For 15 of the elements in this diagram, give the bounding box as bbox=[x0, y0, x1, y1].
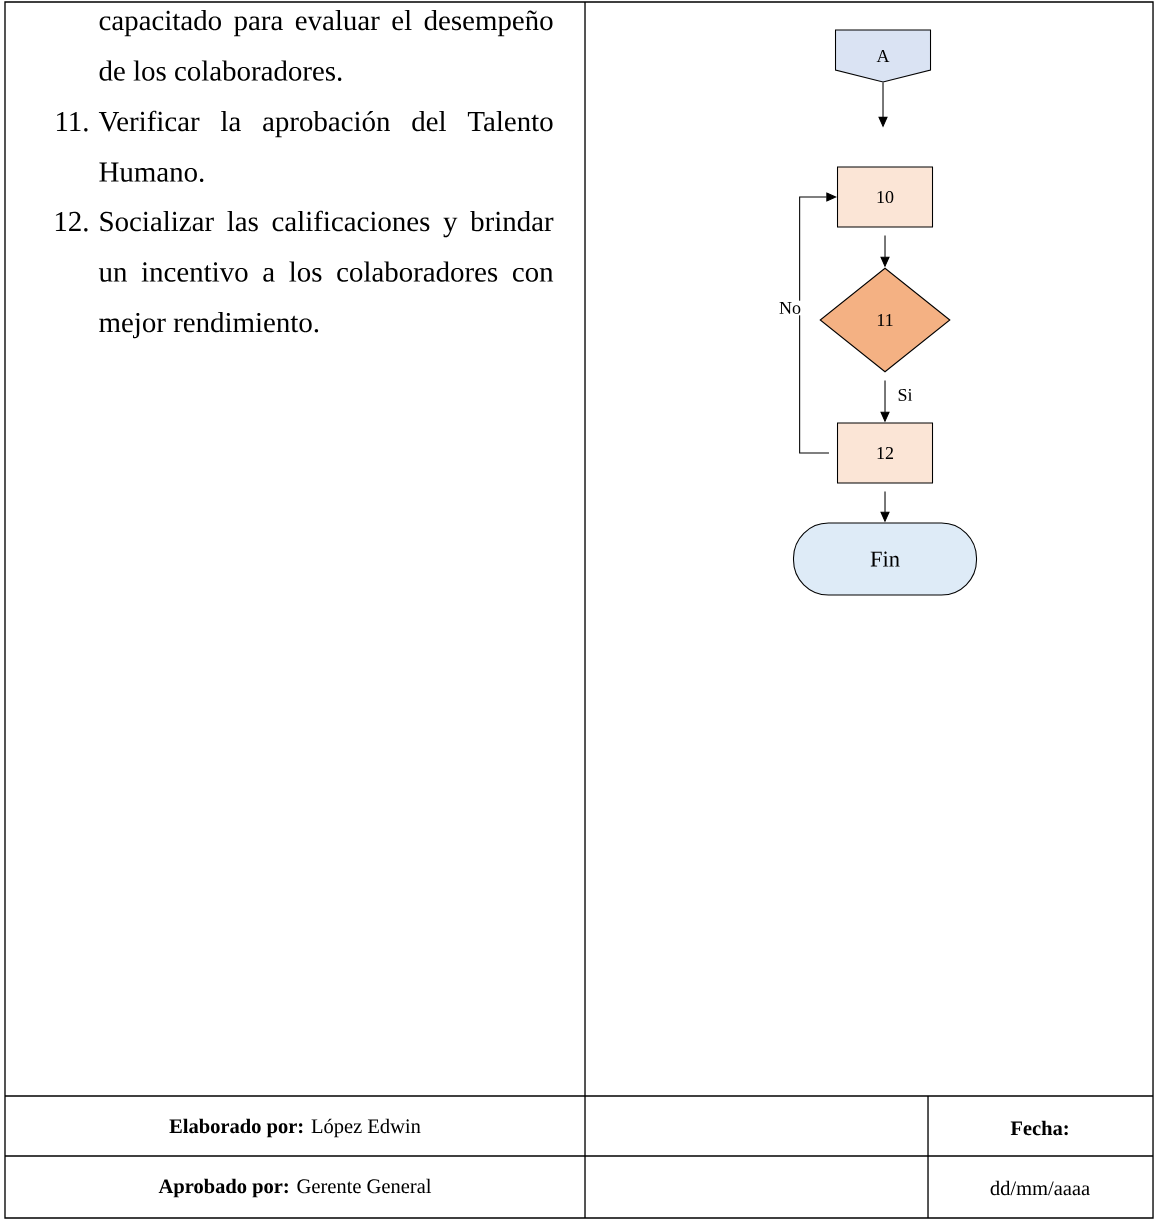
offpage-connector: A bbox=[834, 29, 932, 83]
arrow bbox=[799, 192, 837, 454]
table-cell-text: Fecha: bbox=[1010, 1120, 1068, 1136]
list-number: 12. bbox=[55, 211, 88, 232]
list-item-text: Verificar la aprobación del Talento Humano. bbox=[98, 110, 553, 182]
process-box: 10 bbox=[836, 166, 934, 228]
process-box: 12 bbox=[836, 422, 934, 484]
edge-label: No bbox=[779, 302, 801, 314]
table-cell-text: Elaborado por: López Edwin bbox=[169, 1118, 421, 1138]
table-cell-text: dd/mm/aaaa bbox=[990, 1180, 1090, 1196]
list-item-text: Socializar las calificaciones y brindar un incentivo a los colaboradores con mejor rendimiento. bbox=[98, 210, 554, 339]
edge-label: Si bbox=[898, 388, 913, 402]
list-item-text: capacitado para evaluar el desempeño de los colaboradores. bbox=[99, 9, 553, 81]
table-cell-text: Aprobado por: Gerente General bbox=[158, 1178, 432, 1198]
list-number: 11. bbox=[56, 111, 88, 132]
